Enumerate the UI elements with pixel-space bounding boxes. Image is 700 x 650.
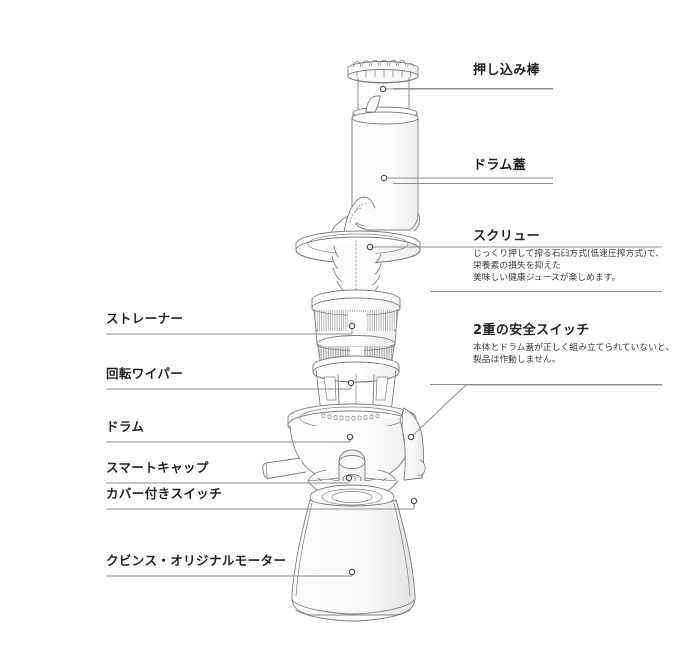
part-safety-switch [399,407,426,481]
dot-drum [346,433,354,441]
label-safety-switch-desc: 本体とドラム蓋が正しく組み立てられていないと、 製品は作動しません。 [473,343,675,366]
label-rotating-wiper: 回転ワイパー [106,366,183,381]
dot-smart-cap [345,474,353,482]
label-drum: ドラム [106,419,144,434]
label-pusher-title: 押し込み棒 [473,63,541,78]
dot-strainer [348,322,356,330]
label-rotating-wiper-title: 回転ワイパー [106,366,184,381]
label-covered-switch-title: カバー付きスイッチ [106,486,223,501]
label-smart-cap: スマートキャップ [106,460,209,475]
label-safety-switch-title: 2重の安全スイッチ [473,323,590,338]
label-screw-title: スクリュー [473,229,541,244]
label-drum-lid: ドラム蓋 [473,158,526,174]
dot-motor [348,568,356,576]
label-covered-switch: カバー付きスイッチ [106,486,222,501]
label-original-motor: クビンス・オリジナルモーター [106,553,286,568]
label-strainer-title: ストレーナー [106,311,184,326]
label-drum-lid-title: ドラム蓋 [473,158,527,173]
underline-safety-switch [430,384,662,385]
dot-covered-switch [410,497,418,505]
label-screw-desc: じっくり押して搾る石臼方式(低速圧搾方式)で、 栄養素の損失を抑えた 美味しい健… [473,249,664,284]
underline-drum-lid [393,183,553,184]
label-drum-title: ドラム [106,419,145,434]
label-safety-switch: 2重の安全スイッチ 本体とドラム蓋が正しく組み立てられていないと、 製品は作動し… [473,323,674,366]
underline-screw [430,291,662,292]
part-screw [295,196,421,305]
part-motor-base [291,480,416,622]
dot-drum-lid [380,174,388,182]
dot-rotating-wiper [347,379,355,387]
dot-pusher [379,85,387,93]
label-original-motor-title: クビンス・オリジナルモーター [106,553,287,568]
leader-safety-switch [411,384,662,437]
label-pusher: 押し込み棒 [473,63,540,79]
label-smart-cap-title: スマートキャップ [106,460,209,475]
label-screw: スクリュー じっくり押して搾る石臼方式(低速圧搾方式)で、 栄養素の損失を抑えた… [473,229,664,285]
dot-safety-switch [407,433,415,441]
dot-screw [366,243,374,251]
underline-pusher [393,88,553,89]
label-strainer: ストレーナー [106,311,183,326]
